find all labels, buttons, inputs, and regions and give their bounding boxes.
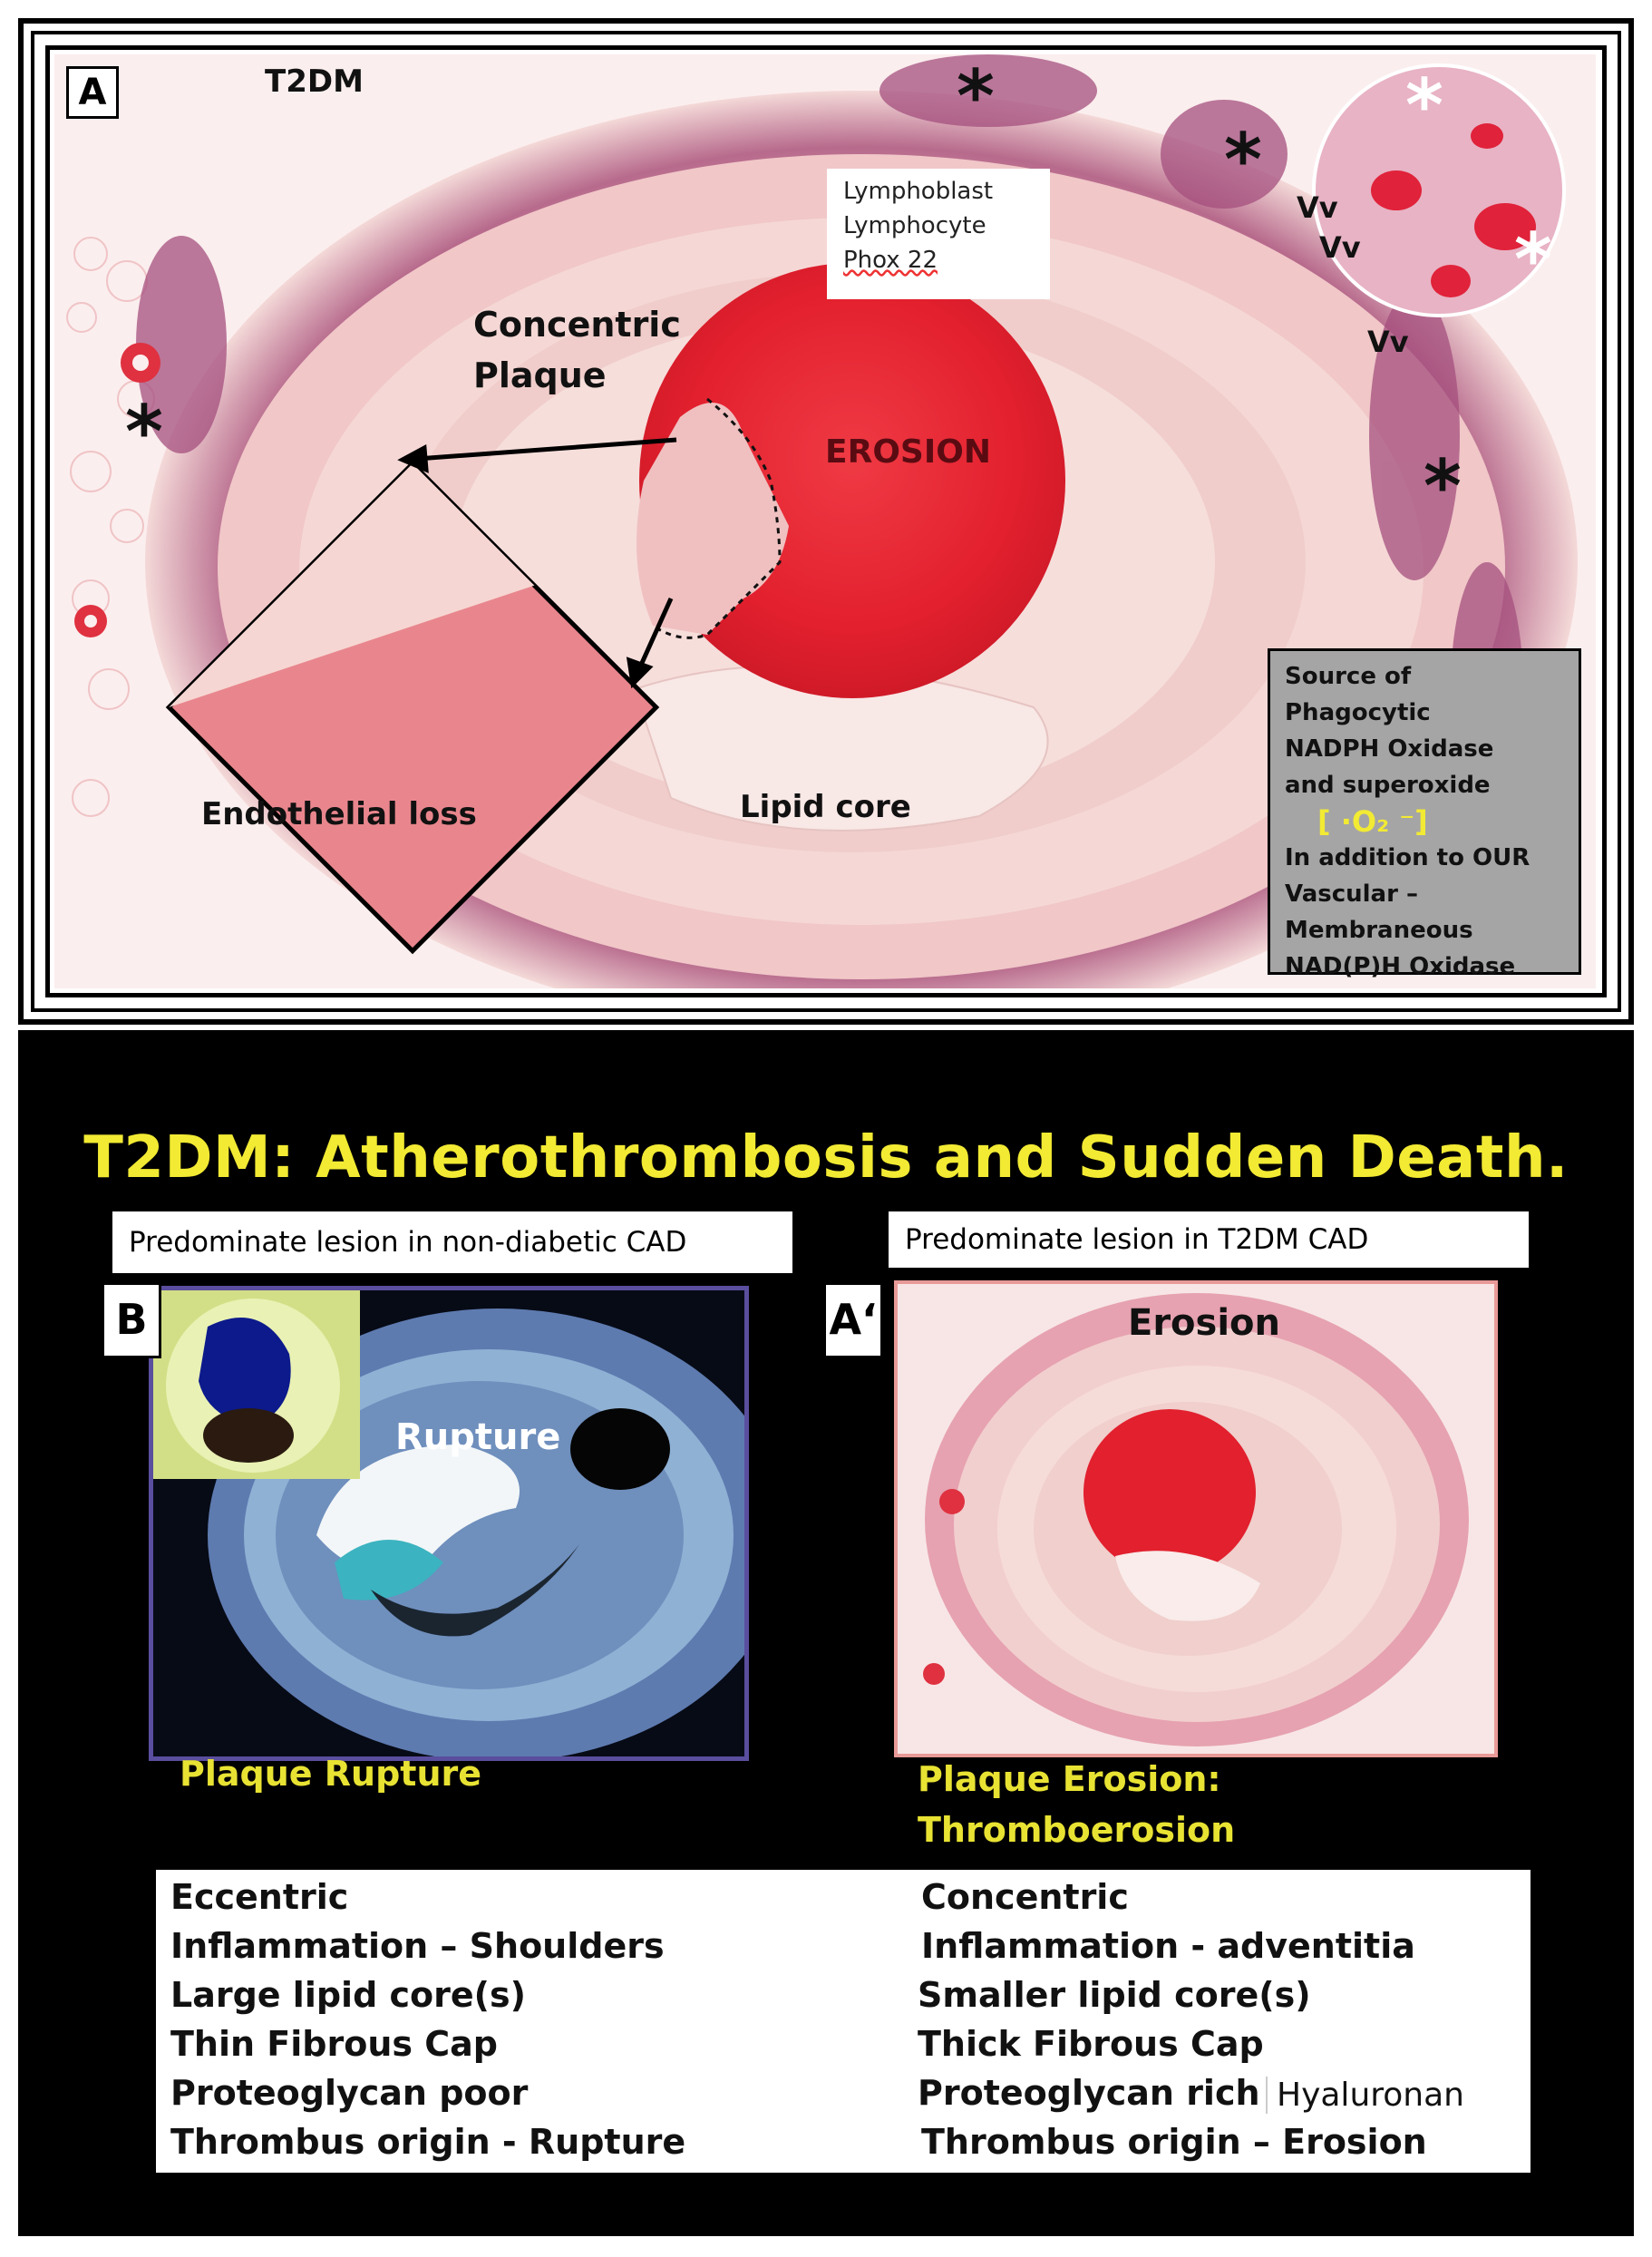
- source-line: NAD(P)H Oxidase: [1285, 953, 1516, 980]
- rupture-label: Rupture: [395, 1416, 561, 1458]
- cell-type-box: Lymphoblast Lymphocyte Phox 22: [827, 169, 1050, 299]
- lipid-core-label: Lipid core: [740, 789, 911, 825]
- nadph-source-box: Source of Phagocytic NADPH Oxidase and s…: [1268, 648, 1581, 980]
- gross-specimen-inset: [153, 1290, 360, 1479]
- caption-line: Plaque Erosion:: [918, 1759, 1221, 1799]
- right-feature: Proteoglycan rich: [918, 2073, 1260, 2113]
- asterisk-marker: *: [1424, 444, 1462, 529]
- plaque-rupture-image: [149, 1286, 749, 1761]
- asterisk-marker: *: [125, 390, 163, 474]
- right-feature: Smaller lipid core(s): [918, 1975, 1311, 2015]
- concentric-plaque-label: Concentric Plaque: [473, 299, 681, 401]
- cell-type-line: Phox 22: [843, 247, 938, 274]
- panel-a-histology-image: A T2DM Lymphoblast Lymphocyte Phox 22 Vv…: [54, 54, 1596, 988]
- panel-a-image-border: [45, 45, 1607, 997]
- vasa-vasorum-vessels: [1371, 123, 1536, 297]
- source-line: Vascular –: [1285, 880, 1418, 908]
- plaque-line: Plaque: [473, 355, 607, 395]
- erosion-drawing: [898, 1284, 1494, 1754]
- vv-label: Vv: [1367, 325, 1409, 359]
- superoxide-symbol: [ ·O₂ ⁻]: [1317, 804, 1428, 839]
- asterisk-marker: *: [1224, 118, 1262, 202]
- right-feature: Thick Fibrous Cap: [918, 2024, 1264, 2064]
- source-line: and superoxide: [1285, 772, 1491, 799]
- panel-a-inner-frame: [31, 31, 1621, 1012]
- plaque-erosion-caption: Plaque Erosion: Thromboerosion: [918, 1754, 1235, 1855]
- source-line: Source of Phagocytic: [1285, 663, 1431, 726]
- plaque-rupture-caption: Plaque Rupture: [180, 1754, 482, 1794]
- vv-label: Vv: [1319, 230, 1361, 265]
- left-feature: Proteoglycan poor: [170, 2073, 529, 2113]
- cell-type-line: Lymphoblast: [843, 178, 994, 205]
- asterisk-marker-white: *: [1405, 63, 1443, 148]
- caption-line: Thromboerosion: [918, 1810, 1236, 1850]
- left-feature: Eccentric: [170, 1877, 349, 1917]
- endothelial-inset: [165, 460, 660, 955]
- panel-a-letter: A: [66, 66, 119, 119]
- left-header: Predominate lesion in non-diabetic CAD: [112, 1211, 792, 1273]
- plaque-erosion-image: [894, 1280, 1498, 1757]
- rupture-drawing: [208, 1308, 744, 1756]
- source-line: Membraneous: [1285, 917, 1473, 944]
- panel-b-letter: B: [102, 1282, 161, 1358]
- left-feature: Thin Fibrous Cap: [170, 2024, 498, 2064]
- cell-type-line: Lymphocyte: [843, 212, 986, 239]
- panel-a-condition: T2DM: [265, 63, 364, 100]
- vv-label: Vv: [1297, 190, 1338, 225]
- left-feature: Large lipid core(s): [170, 1975, 527, 2015]
- left-feature: Inflammation – Shoulders: [170, 1926, 665, 1966]
- left-feature: Thrombus origin - Rupture: [170, 2122, 686, 2162]
- comparison-table: Eccentric Inflammation – Shoulders Large…: [156, 1870, 1531, 2173]
- source-line: NADPH Oxidase: [1285, 735, 1494, 763]
- main-title: T2DM: Atherothrombosis and Sudden Death.: [83, 1124, 1569, 1192]
- panel-a-prime-letter: A‘: [823, 1282, 883, 1358]
- hyaluronan-note: Hyaluronan: [1266, 2077, 1464, 2114]
- endothelial-loss-label: Endothelial loss: [201, 796, 477, 832]
- erosion-label: EROSION: [825, 433, 991, 471]
- concentric-line: Concentric: [473, 305, 681, 345]
- erosion-title-label: Erosion: [1128, 1302, 1281, 1344]
- source-line: In addition to OUR: [1285, 844, 1531, 871]
- right-feature: Inflammation - adventitia: [921, 1926, 1415, 1966]
- arrows: [397, 437, 677, 689]
- right-feature: Concentric: [921, 1877, 1129, 1917]
- asterisk-marker: *: [957, 54, 995, 139]
- right-header: Predominate lesion in T2DM CAD: [889, 1211, 1529, 1268]
- right-feature: Thrombus origin – Erosion: [921, 2122, 1427, 2162]
- asterisk-marker-white: *: [1514, 218, 1552, 302]
